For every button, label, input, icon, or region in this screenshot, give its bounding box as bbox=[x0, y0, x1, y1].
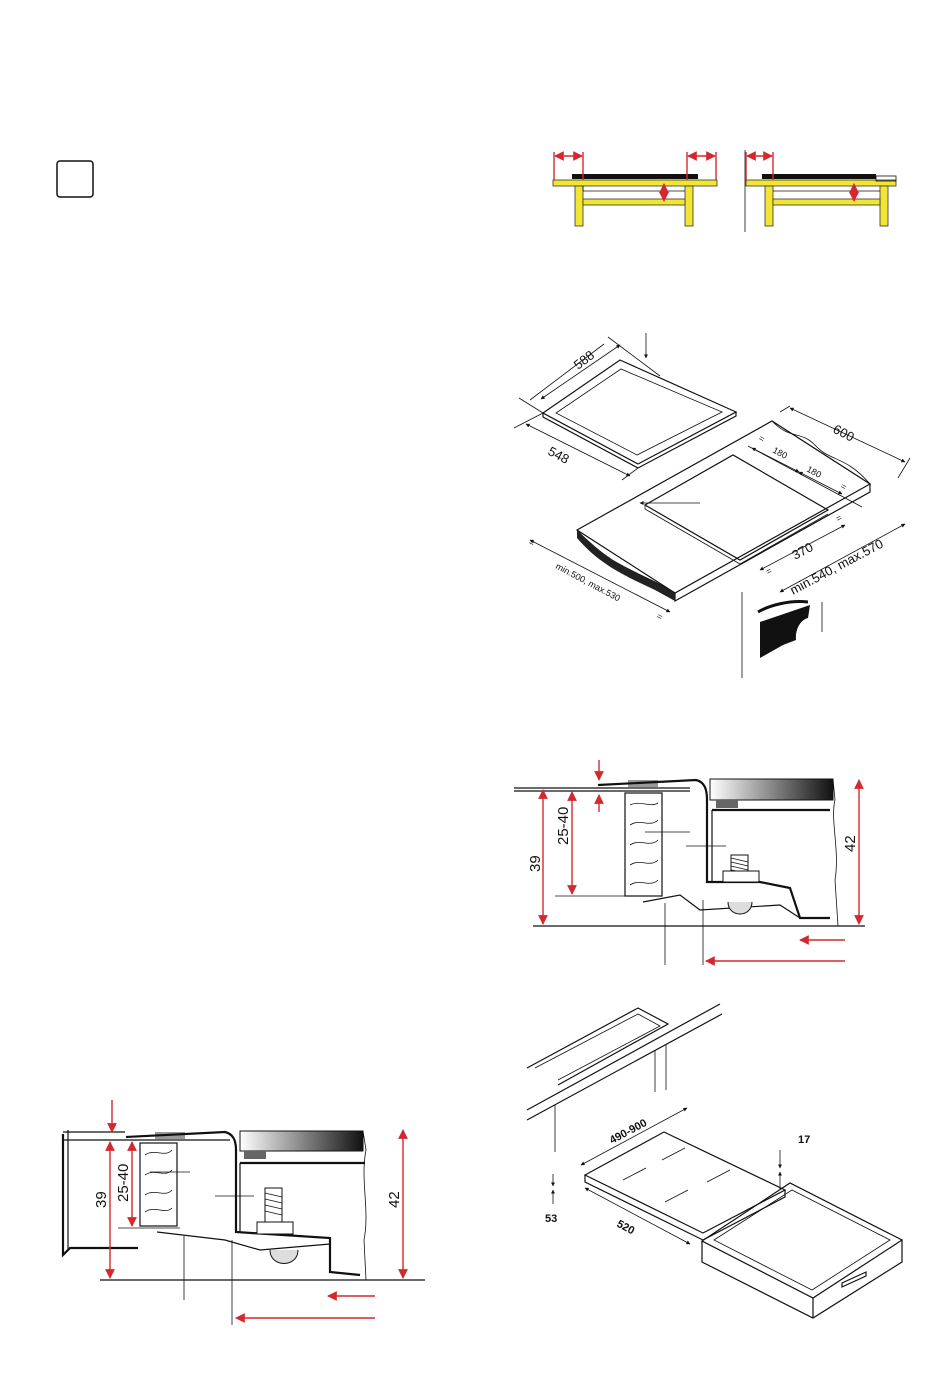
svg-text:=: = bbox=[655, 611, 664, 622]
dim-39: 39 bbox=[527, 855, 544, 872]
yellow-frame-diagram-1 bbox=[553, 152, 717, 226]
cutout-isometric-diagram: 588 548 600 180 180 = = 370 = = min.540,… bbox=[514, 333, 910, 678]
dim-42: 42 bbox=[386, 1191, 403, 1208]
svg-text:=: = bbox=[757, 433, 766, 444]
dim-180-a: 180 bbox=[771, 445, 789, 461]
dim-588: 588 bbox=[571, 347, 597, 372]
dim-39: 39 bbox=[93, 1191, 110, 1208]
cross-section-right: 39 25-40 42 bbox=[514, 760, 865, 965]
dim-600: 600 bbox=[831, 421, 857, 444]
svg-text:=: = bbox=[834, 512, 843, 523]
dim-520: 520 bbox=[615, 1218, 637, 1237]
svg-text:=: = bbox=[839, 481, 848, 492]
figure-label-box bbox=[57, 161, 93, 197]
cross-section-left: 39 25-40 42 bbox=[63, 1100, 425, 1325]
dim-25-40: 25-40 bbox=[555, 807, 572, 845]
svg-text:=: = bbox=[764, 565, 773, 576]
dim-42: 42 bbox=[842, 835, 859, 852]
dim-25-40: 25-40 bbox=[115, 1164, 132, 1202]
drawer-diagram: 490-900 17 53 520 bbox=[527, 1004, 902, 1318]
dim-53: 53 bbox=[545, 1213, 557, 1225]
dim-17: 17 bbox=[798, 1134, 810, 1146]
dim-180-b: 180 bbox=[805, 464, 823, 480]
yellow-frame-diagram-2 bbox=[745, 150, 896, 232]
dim-548: 548 bbox=[546, 443, 572, 466]
